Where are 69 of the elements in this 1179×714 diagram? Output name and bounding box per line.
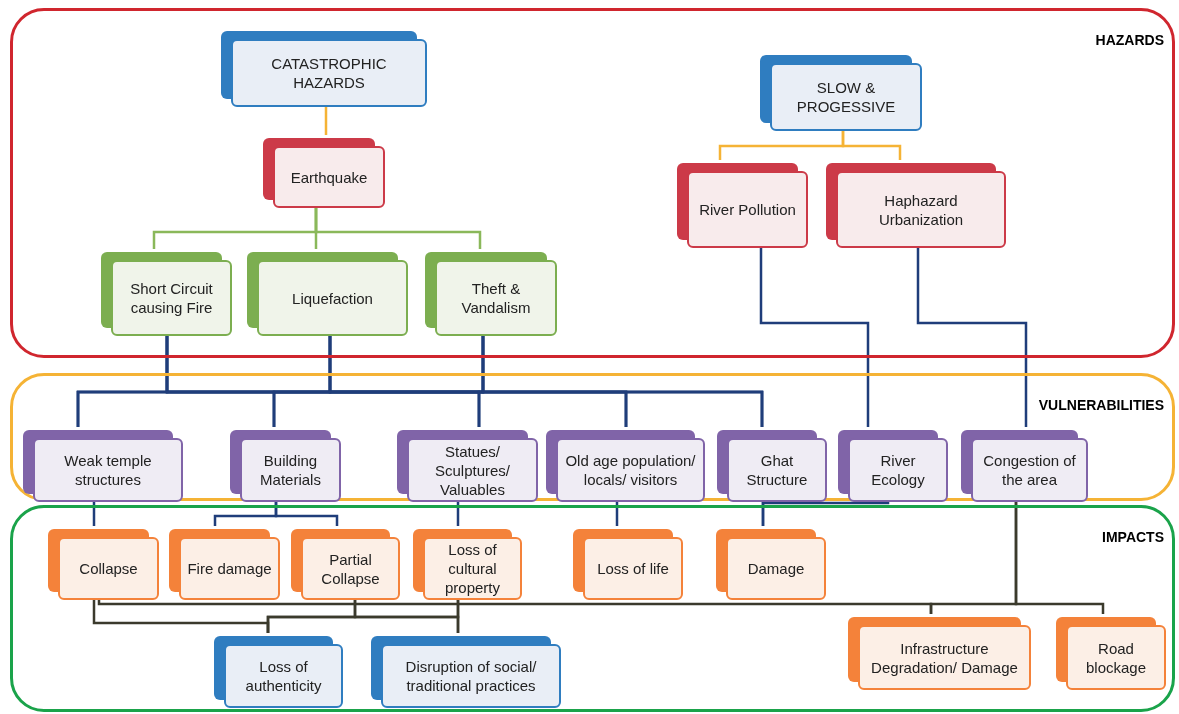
- card-label: Fire damage: [187, 559, 272, 578]
- connector-line: [92, 499, 96, 526]
- connector-line: [456, 499, 460, 526]
- connector-line: [481, 333, 764, 427]
- stacked-card: [573, 529, 683, 600]
- stacked-card: [413, 529, 522, 600]
- stacked-card: [1056, 617, 1166, 690]
- section-band: [10, 373, 1175, 501]
- card-label: Earthquake: [290, 167, 368, 187]
- connector-line: [314, 205, 482, 249]
- card-label: Partial Collapse: [320, 549, 381, 588]
- stacked-card: [169, 529, 280, 600]
- connector-line: [1014, 499, 1105, 614]
- card-label: CATASTROPHIC HAZARDS: [270, 54, 388, 92]
- connector-line: [916, 245, 1028, 427]
- section-heading: HAZARDS: [1095, 31, 1164, 49]
- connector-line: [615, 499, 619, 526]
- stacked-card: [221, 31, 427, 107]
- card-label: Building Materials: [259, 451, 322, 489]
- stacked-card: [677, 163, 808, 248]
- card-label: River Pollution: [699, 200, 796, 219]
- stacked-card: [214, 636, 343, 708]
- stacked-card: [247, 252, 408, 336]
- card-label: Statues/ Sculptures/ Valuables: [433, 441, 511, 499]
- stacked-card: [546, 430, 705, 502]
- stacked-card: [230, 430, 341, 502]
- stacked-card: [961, 430, 1088, 502]
- stacked-card: [291, 529, 400, 600]
- section-heading: IMPACTS: [1102, 528, 1164, 546]
- connector-line: [761, 499, 890, 526]
- stacked-card: [716, 529, 826, 600]
- card-label: Infrastructure Degradation/ Damage: [870, 638, 1019, 677]
- stacked-card: [826, 163, 1006, 248]
- stacked-card: [371, 636, 561, 708]
- card-label: Congestion of the area: [982, 451, 1077, 489]
- card-label: Short Circuit causing Fire: [129, 279, 214, 317]
- stacked-card: [48, 529, 159, 600]
- card-label: Road blockage: [1084, 638, 1147, 677]
- card-label: Collapse: [79, 559, 138, 578]
- stacked-card: [760, 55, 922, 131]
- stacked-card: [717, 430, 827, 502]
- stacked-card: [848, 617, 1031, 690]
- stacked-card: [101, 252, 232, 336]
- card-label: Loss of authenticity: [244, 657, 323, 695]
- section-heading: VULNERABILITIES: [1038, 396, 1164, 414]
- section-band: [10, 505, 1175, 712]
- card-label: Theft & Vandalism: [460, 279, 532, 317]
- stacked-card: [23, 430, 183, 502]
- card-label: Old age population/ locals/ visitors: [564, 451, 697, 489]
- connector-line: [324, 104, 328, 135]
- connector-line: [456, 597, 460, 633]
- stacked-card: [397, 430, 538, 502]
- stacked-card: [425, 252, 557, 336]
- connector-line: [274, 499, 339, 526]
- section-band: [10, 8, 1175, 358]
- card-label: Liquefaction: [292, 288, 373, 308]
- connector-line: [841, 128, 902, 160]
- card-label: Damage: [747, 559, 805, 578]
- card-label: River Ecology: [870, 451, 926, 489]
- stacked-card: [838, 430, 948, 502]
- card-label: Loss of life: [597, 559, 669, 578]
- card-label: Ghat Structure: [745, 451, 809, 489]
- stacked-card: [263, 138, 385, 208]
- card-label: Disruption of social/ traditional practices: [404, 657, 538, 695]
- card-label: Weak temple structures: [63, 451, 153, 489]
- card-label: Haphazard Urbanization: [877, 190, 965, 229]
- card-label: SLOW & PROGESSIVE: [795, 78, 897, 116]
- connector-line: [759, 245, 870, 427]
- card-label: Loss of cultural property: [444, 540, 501, 597]
